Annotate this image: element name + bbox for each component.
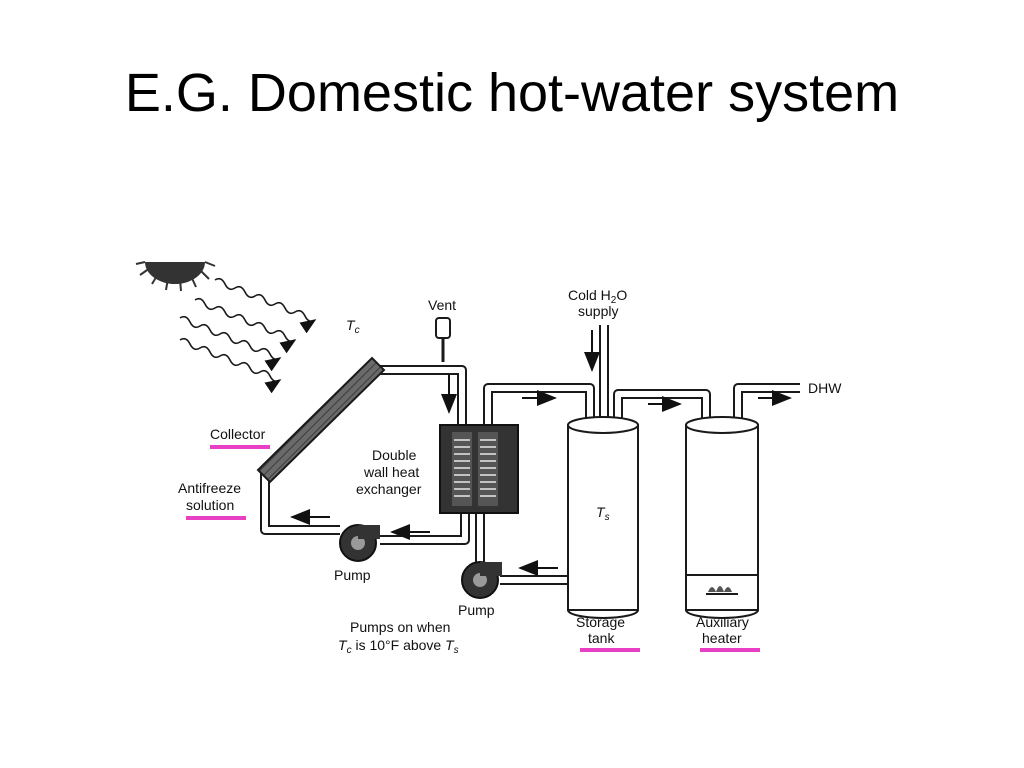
- pumps-note-label-1: Pumps on when: [350, 619, 450, 635]
- exchanger-label-3: exchanger: [356, 481, 422, 497]
- auxiliary-heater: [685, 416, 759, 619]
- pump-left-label: Pump: [334, 567, 371, 583]
- sun-rays: [179, 277, 317, 394]
- storage-tank: [567, 416, 639, 619]
- vent: [435, 317, 451, 362]
- pump-right-label: Pump: [458, 602, 495, 618]
- solar-collector: [256, 356, 386, 484]
- collector-label: Collector: [210, 426, 266, 442]
- flow-arrows: [290, 330, 792, 576]
- antifreeze-label-1: Antifreeze: [178, 480, 241, 496]
- storage-label-1: Storage: [576, 614, 625, 630]
- pumps-note-label-2: Tc is 10°F above Ts: [338, 637, 459, 656]
- aux-label-1: Auxiliary: [696, 614, 749, 630]
- dhw-label: DHW: [808, 380, 842, 396]
- pipe-network: [260, 325, 800, 585]
- exchanger-label-2: wall heat: [363, 464, 419, 480]
- pump-left-icon: [339, 524, 380, 562]
- exchanger-label-1: Double: [372, 447, 417, 463]
- sun-icon: [135, 261, 216, 292]
- vent-label: Vent: [428, 297, 456, 313]
- cold-supply-label-2: supply: [578, 303, 618, 319]
- antifreeze-label-2: solution: [186, 497, 234, 513]
- collector-temp-label: Tc: [346, 317, 360, 336]
- aux-label-2: heater: [702, 630, 742, 646]
- storage-temp-label: Ts: [596, 504, 610, 523]
- cold-supply-label: Cold H2O: [568, 287, 627, 306]
- heat-exchanger: [439, 424, 519, 514]
- storage-label-2: tank: [588, 630, 615, 646]
- pump-right-icon: [461, 561, 502, 599]
- slide-title: E.G. Domestic hot-water system: [124, 63, 900, 123]
- burner-flame-icon: [706, 586, 738, 595]
